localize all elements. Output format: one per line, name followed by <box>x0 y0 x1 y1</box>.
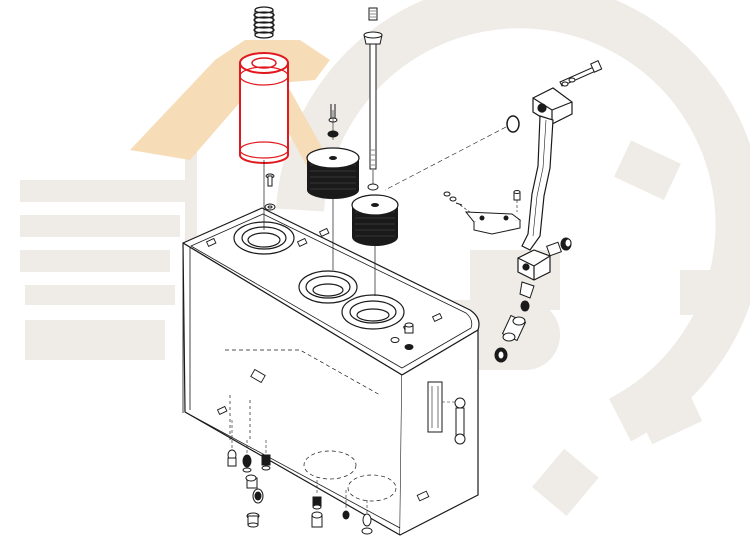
return-pipe <box>521 115 554 251</box>
tank-body <box>182 207 480 536</box>
pipe-flange-block <box>532 87 573 125</box>
hose-adapter <box>494 281 535 363</box>
elbow-fitting <box>546 237 572 257</box>
sight-gauge <box>427 381 443 433</box>
tank-port-right <box>341 294 405 330</box>
filter-spring <box>253 6 275 39</box>
watermark-gear-teeth <box>532 140 740 516</box>
filter-small-bolt <box>264 173 276 211</box>
filter-element <box>239 52 289 164</box>
gauge-bolt <box>454 397 466 445</box>
tank-port-middle <box>298 270 358 304</box>
long-bolt <box>559 60 603 87</box>
top-right-fitting <box>390 322 414 350</box>
o-ring <box>506 115 520 133</box>
drain-fittings-right <box>311 496 373 535</box>
dipstick-rod <box>363 7 383 170</box>
drain-fittings-left <box>227 449 271 528</box>
bracket-leaders <box>459 200 518 213</box>
bracket-bolts <box>443 190 521 206</box>
bracket <box>464 211 522 235</box>
oring-leader <box>384 126 507 191</box>
filter-cartridge-a <box>306 147 360 199</box>
filter-cartridge-b <box>351 183 399 246</box>
drain-leaders <box>231 420 368 515</box>
watermark-gear <box>276 0 750 442</box>
pipe-elbow-block <box>517 249 551 281</box>
